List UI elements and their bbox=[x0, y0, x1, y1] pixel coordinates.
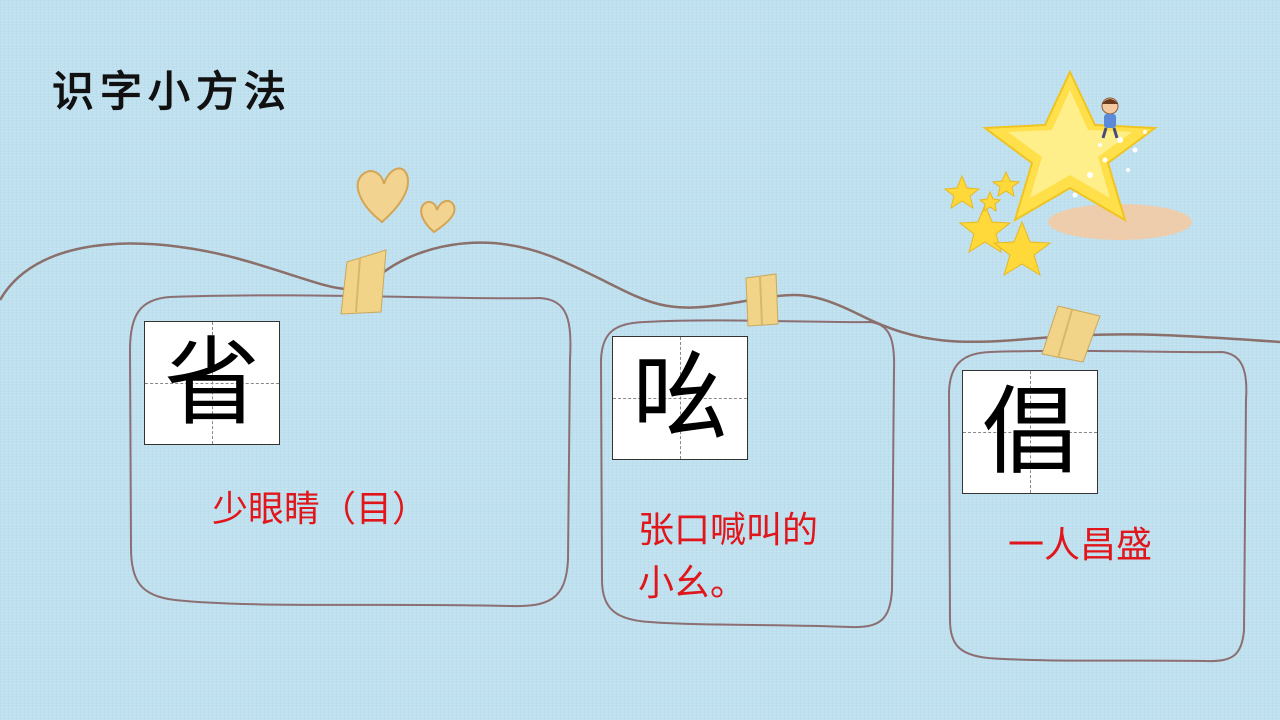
hint-text-2-line2: 小幺。 bbox=[638, 563, 747, 604]
character-glyph: 省 bbox=[164, 327, 260, 439]
hanging-string bbox=[0, 241, 1280, 344]
heart-icon bbox=[420, 199, 456, 234]
character-box-3: 倡 bbox=[962, 370, 1098, 494]
card-frame-1 bbox=[128, 294, 572, 608]
grid-guide-vertical bbox=[1030, 371, 1031, 493]
grid-guide-vertical bbox=[212, 322, 213, 444]
star-icon bbox=[991, 170, 1021, 198]
child-figure-icon bbox=[1101, 97, 1119, 139]
hint-text-2-line1: 张口喊叫的 bbox=[638, 510, 819, 551]
card-frame-2 bbox=[599, 319, 896, 629]
tape-icon bbox=[745, 273, 779, 327]
hint-text-3: 一人昌盛 bbox=[1008, 525, 1153, 566]
card-frame-3 bbox=[947, 349, 1248, 663]
character-box-1: 省 bbox=[144, 321, 280, 445]
character-box-2: 吆 bbox=[612, 336, 748, 460]
sparkle-dots bbox=[1072, 130, 1147, 198]
star-icon bbox=[992, 220, 1052, 277]
tape-icon bbox=[340, 249, 387, 315]
character-glyph: 吆 bbox=[632, 342, 728, 454]
star-icon bbox=[978, 190, 1002, 213]
character-glyph: 倡 bbox=[982, 376, 1078, 488]
star-icon bbox=[943, 174, 981, 210]
star-icon bbox=[982, 69, 1192, 240]
tape-icon bbox=[1041, 305, 1101, 363]
hint-text-1: 少眼睛（目） bbox=[212, 489, 429, 530]
star-icon bbox=[958, 203, 1012, 254]
heart-icon bbox=[356, 167, 410, 224]
page-title: 识字小方法 bbox=[52, 67, 293, 116]
grid-guide-vertical bbox=[680, 337, 681, 459]
